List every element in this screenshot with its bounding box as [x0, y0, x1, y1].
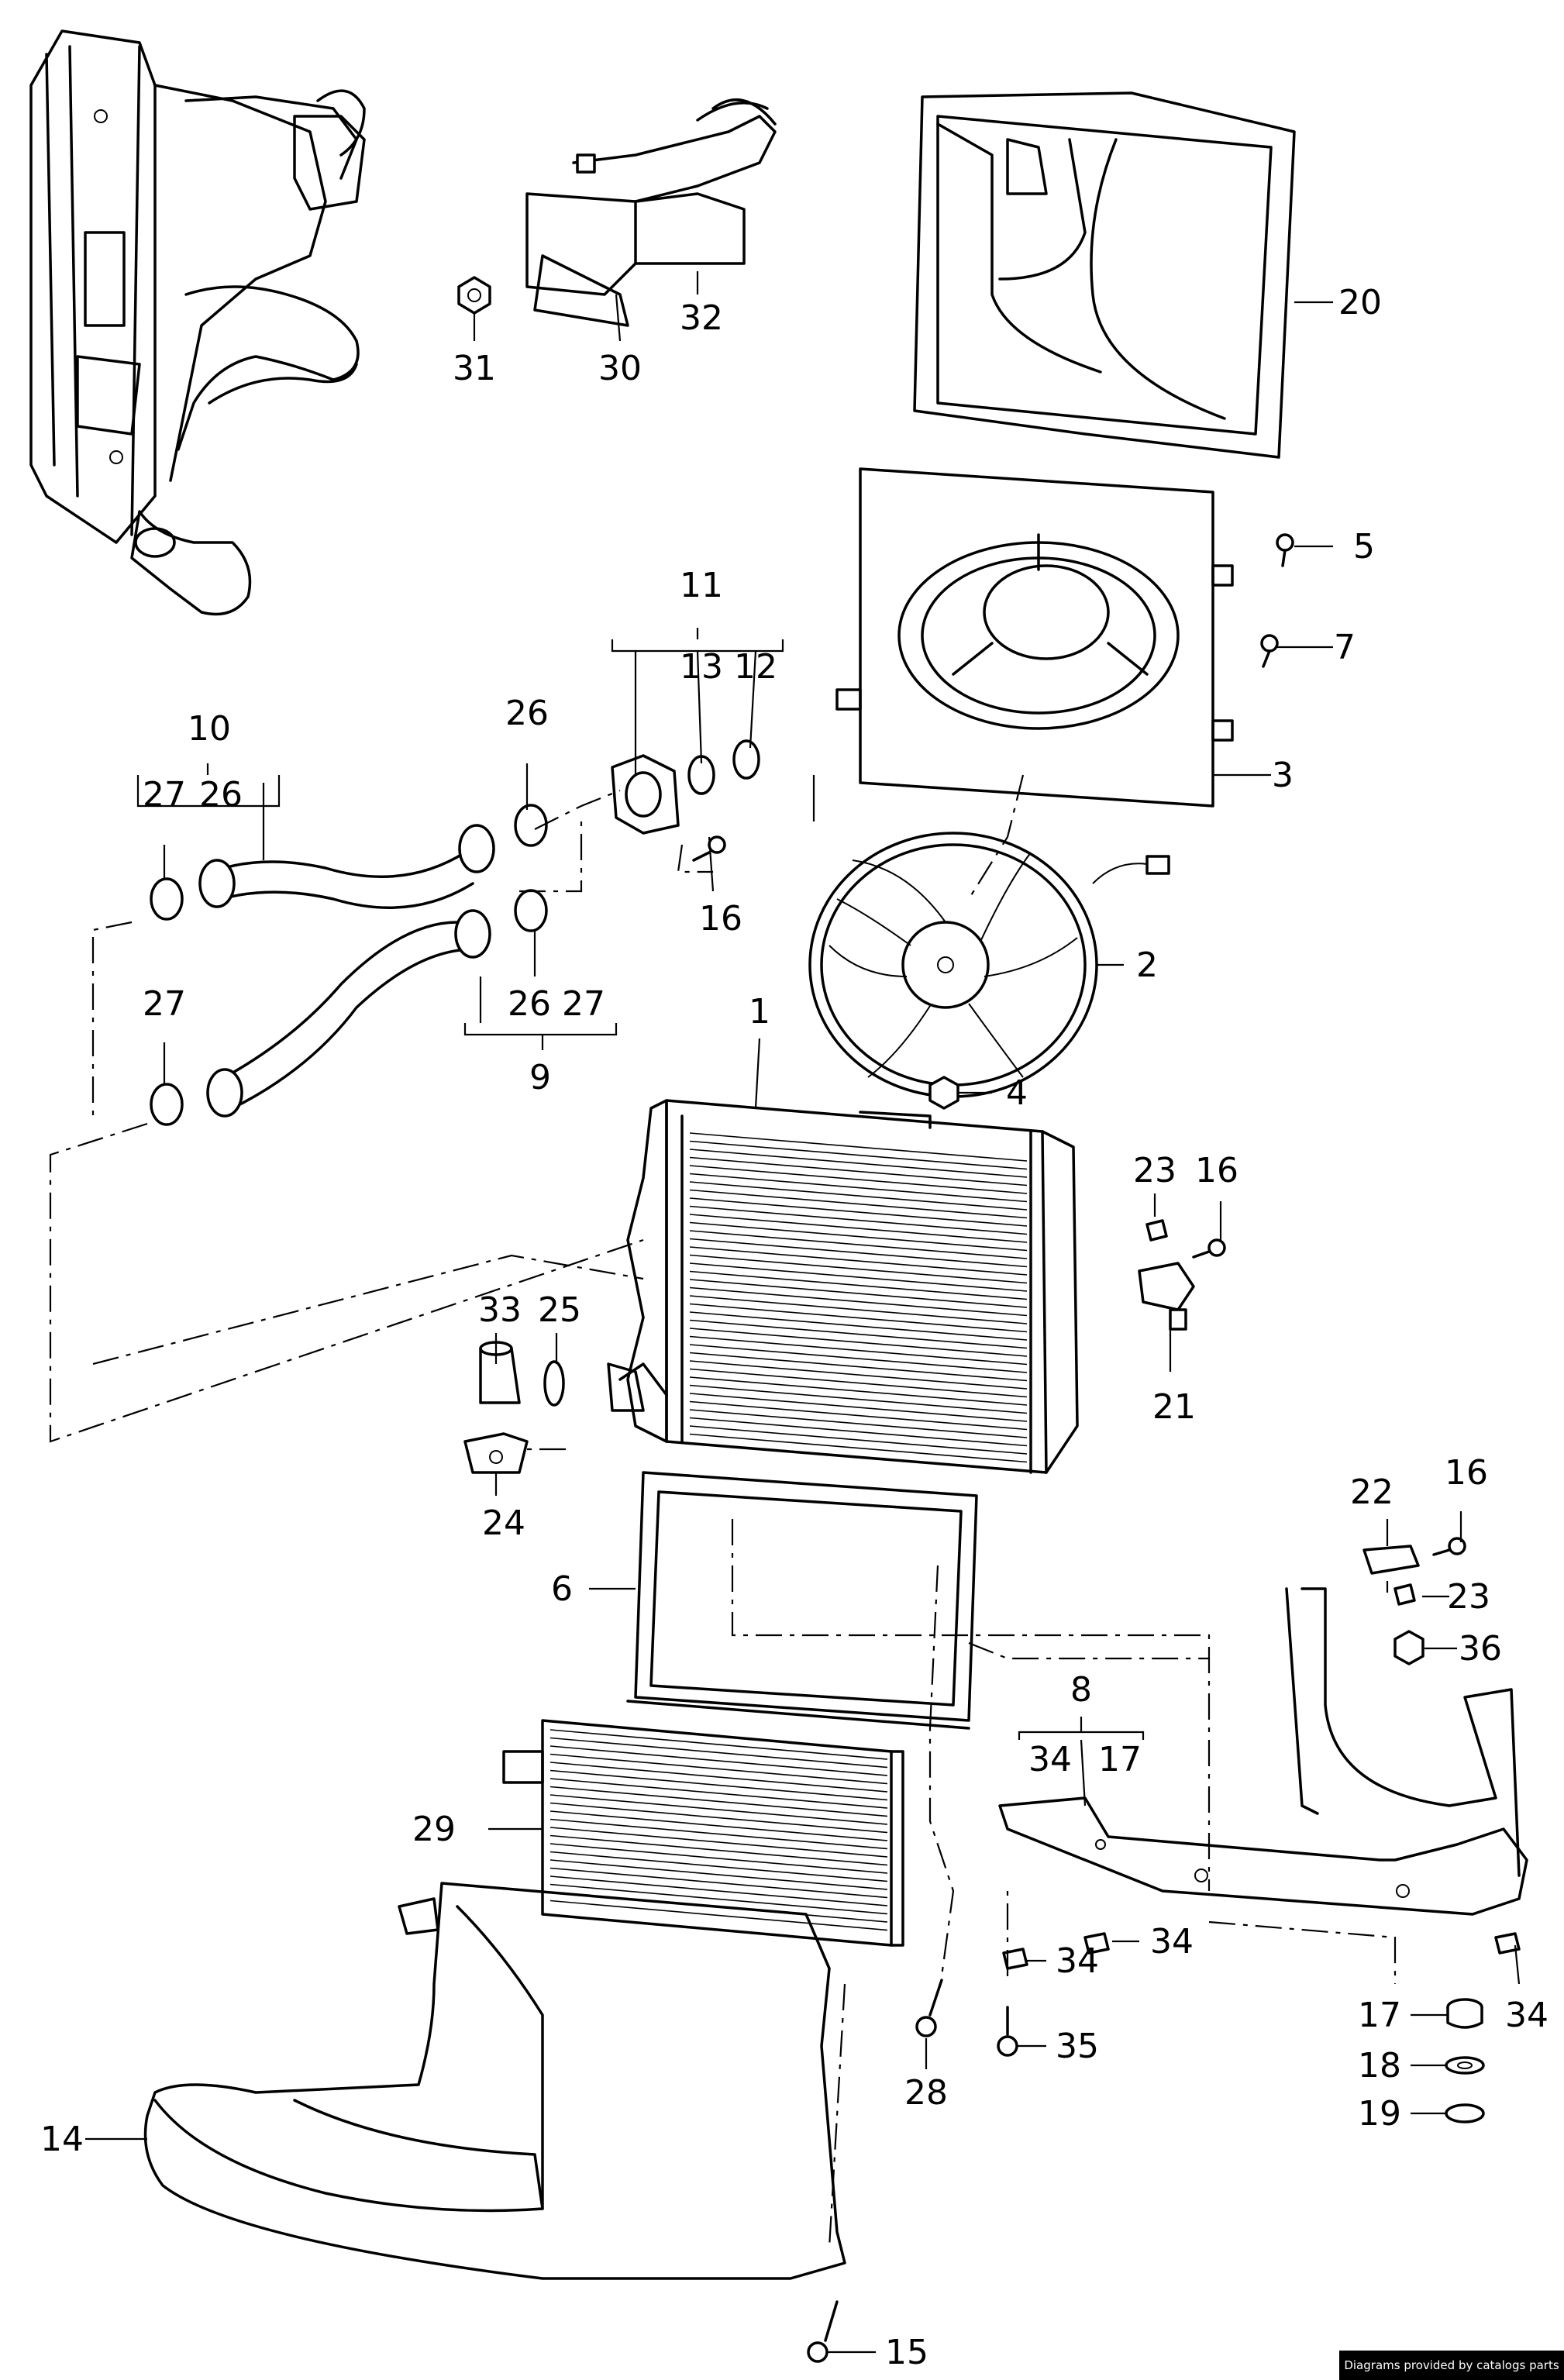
callout-16-bracket: 16 [1445, 1453, 1488, 1493]
callout-12: 12 [734, 647, 777, 687]
callout-23-lower: 23 [1447, 1577, 1490, 1617]
callout-20: 20 [1338, 283, 1382, 322]
callout-35: 35 [1056, 2027, 1099, 2066]
clip-23-upper [1145, 1219, 1168, 1242]
screw-7 [1260, 634, 1279, 668]
hose-clamps [150, 804, 548, 1126]
callout-30: 30 [598, 349, 642, 388]
callout-27-left: 27 [143, 984, 186, 1024]
hose-10 [198, 824, 495, 909]
radiator-1 [607, 1099, 1079, 1474]
screw-28 [915, 1979, 943, 2037]
nut-4 [928, 1076, 959, 1110]
screw-35 [997, 2006, 1018, 2057]
callout-16-sensor: 16 [1195, 1151, 1238, 1190]
callout-18: 18 [1358, 2046, 1401, 2086]
callout-34-left: 34 [1056, 1941, 1099, 1981]
callout-19: 19 [1358, 2094, 1401, 2134]
callout-34-bracket8: 34 [1028, 1740, 1072, 1779]
callout-29: 29 [412, 1810, 456, 1849]
callout-4: 4 [1006, 1073, 1028, 1113]
fan-shroud-20 [913, 91, 1296, 459]
leader-lines [85, 271, 1521, 2354]
callout-36: 36 [1459, 1629, 1502, 1669]
callout-26-top: 26 [505, 694, 549, 733]
clip-24 [463, 1432, 529, 1474]
rubber-mount-17 [1446, 1998, 1483, 2029]
callout-16-flange: 16 [699, 899, 742, 939]
bracket-8 [998, 1587, 1528, 1916]
callout-34-right: 34 [1150, 1922, 1194, 1962]
callout-10: 10 [188, 709, 231, 749]
ring-19 [1445, 2103, 1485, 2123]
callout-2: 2 [1136, 945, 1158, 985]
frame-6 [626, 1471, 978, 1730]
callout-15: 15 [885, 2333, 928, 2372]
callout-22: 22 [1350, 1472, 1393, 1512]
callout-23-upper: 23 [1133, 1151, 1176, 1190]
callout-26-hose10: 26 [199, 775, 243, 815]
callout-24: 24 [482, 1503, 525, 1543]
callout-21: 21 [1152, 1387, 1196, 1427]
cap-33 [479, 1341, 521, 1404]
sensor-21 [1138, 1262, 1195, 1331]
fan-cowl-3 [835, 467, 1234, 808]
callout-8: 8 [1070, 1670, 1092, 1710]
callout-11: 11 [680, 566, 723, 605]
radiator-assembly-overview [29, 29, 366, 616]
callout-17: 17 [1358, 1996, 1401, 2035]
condenser-fins [549, 1729, 888, 1931]
condenser-29 [502, 1719, 904, 1947]
screw-16-sensor [1192, 1238, 1226, 1259]
callout-34-far: 34 [1505, 1996, 1548, 2035]
control-unit-32 [525, 98, 777, 327]
callout-28: 28 [904, 2073, 948, 2113]
callout-27-hose9: 27 [562, 984, 605, 1024]
callout-7: 7 [1334, 628, 1356, 667]
screw-5 [1276, 533, 1294, 567]
air-duct-14 [143, 1882, 846, 2280]
callout-9: 9 [529, 1058, 551, 1097]
alignment-lines [49, 774, 1397, 2248]
hose-9 [206, 909, 491, 1118]
clips-34 [1002, 1932, 1521, 1970]
callout-26-hose9: 26 [508, 984, 551, 1024]
clip-23-lower [1393, 1583, 1416, 1606]
callout-6: 6 [551, 1569, 573, 1609]
screw-15 [807, 2300, 839, 2363]
bracket-22 [1362, 1545, 1420, 1575]
callout-14: 14 [40, 2120, 84, 2159]
callout-17-bracket8: 17 [1098, 1740, 1142, 1779]
callout-1: 1 [749, 992, 770, 1032]
callout-27-top: 27 [143, 775, 186, 815]
seal-25 [543, 1360, 565, 1407]
nut-31 [457, 276, 491, 315]
ring-12 [732, 739, 760, 780]
nut-36 [1393, 1630, 1424, 1665]
callout-33: 33 [478, 1290, 522, 1330]
radiator-fins [689, 1132, 1028, 1463]
callout-31: 31 [453, 349, 496, 388]
callout-13: 13 [680, 647, 723, 687]
credit-footer: Diagrams provided by catalogs parts [1339, 2351, 1564, 2380]
callout-3: 3 [1272, 756, 1294, 795]
callout-25: 25 [538, 1290, 581, 1330]
callout-32: 32 [680, 298, 723, 338]
flange-11 [611, 754, 680, 835]
callout-labels: 31 30 32 20 5 7 3 2 4 1 11 13 12 16 26 1… [40, 283, 1548, 2372]
washer-18 [1445, 2056, 1485, 2075]
callout-5: 5 [1353, 527, 1375, 567]
